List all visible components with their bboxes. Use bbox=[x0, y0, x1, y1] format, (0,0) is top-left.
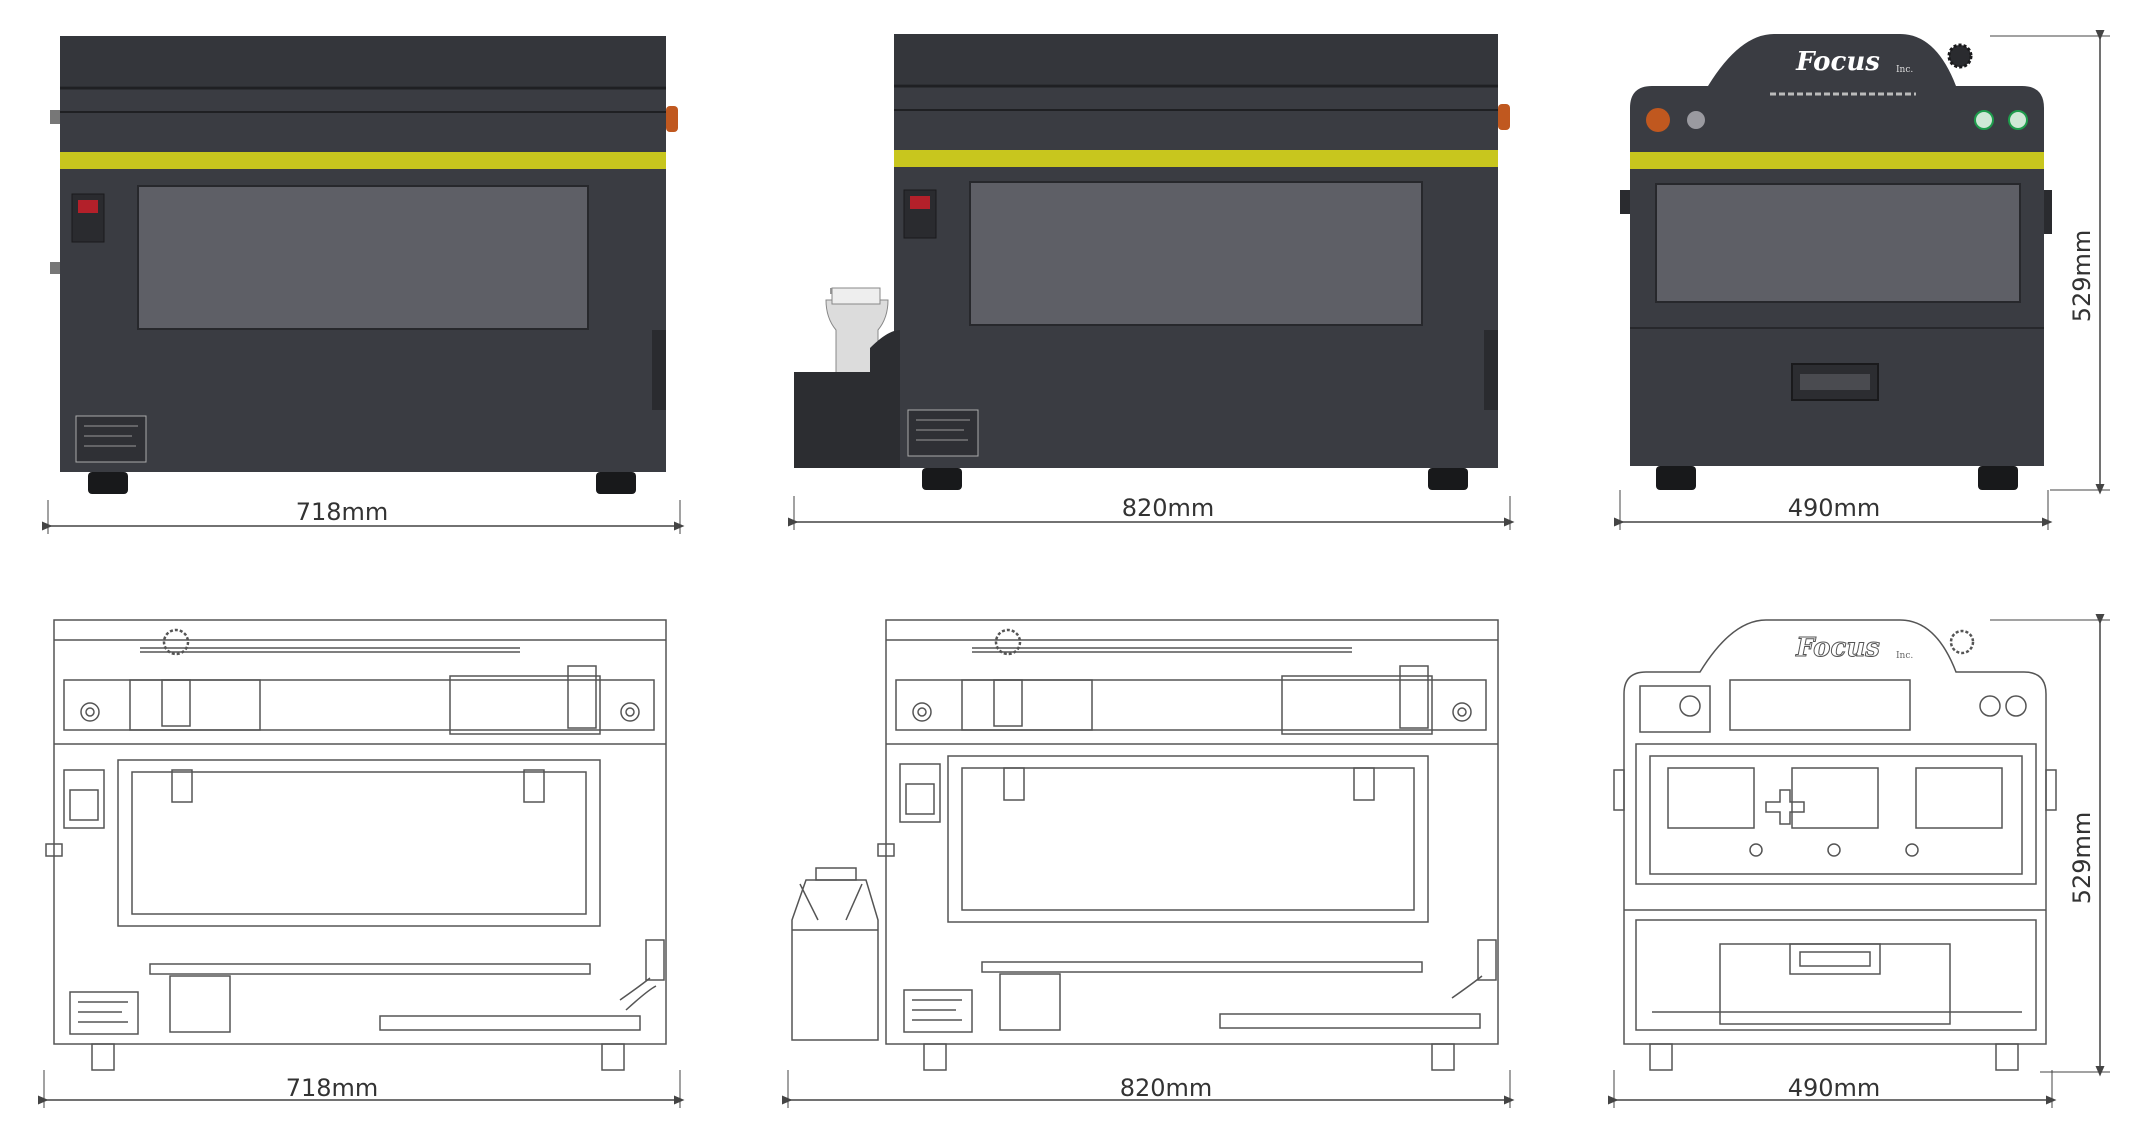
power-switch-icon bbox=[71, 193, 105, 243]
indicator-light-icon bbox=[1974, 110, 1994, 130]
dimension-width-label: 718mm bbox=[286, 1074, 379, 1102]
viewing-window bbox=[137, 185, 589, 330]
brand-logo-suffix: Inc. bbox=[1896, 65, 1913, 75]
view-side-wireframe bbox=[791, 619, 1499, 1071]
view-side-shaded: 820mm bbox=[788, 34, 1515, 530]
dimension-width-label: 820mm bbox=[1122, 494, 1215, 522]
dimension-width-label: 820mm bbox=[1120, 1074, 1213, 1102]
foot bbox=[1978, 466, 2018, 490]
power-switch-icon bbox=[903, 189, 937, 239]
foot bbox=[596, 472, 636, 494]
orange-knob-icon bbox=[1646, 108, 1670, 132]
foot bbox=[1656, 466, 1696, 490]
indicator-light-icon bbox=[1687, 111, 1705, 129]
viewing-window bbox=[969, 181, 1423, 326]
dimension-height-label: 529mm bbox=[2068, 812, 2096, 905]
view-front-wireframe bbox=[45, 619, 667, 1071]
brand-logo: Focus bbox=[1795, 47, 1880, 77]
foot bbox=[922, 468, 962, 490]
indicator-light-icon bbox=[2008, 110, 2028, 130]
view-end-wireframe: Focus Inc. bbox=[1613, 619, 2057, 1071]
dimension-width-label: 490mm bbox=[1788, 494, 1881, 522]
orange-knob-icon bbox=[1498, 104, 1510, 130]
view-front-shaded: 718mm bbox=[42, 36, 685, 534]
gear-knob-icon bbox=[1949, 629, 1975, 655]
info-plate bbox=[75, 415, 147, 463]
info-plate bbox=[903, 989, 973, 1033]
viewing-window bbox=[1655, 183, 2021, 303]
foot bbox=[1428, 468, 1468, 490]
brand-logo-suffix: Inc. bbox=[1896, 651, 1913, 661]
bottle-icon bbox=[791, 867, 879, 1041]
orange-knob-icon bbox=[666, 106, 678, 132]
yellow-stripe bbox=[60, 152, 666, 169]
info-plate bbox=[907, 409, 979, 457]
brand-logo: Focus bbox=[1795, 633, 1880, 663]
yellow-stripe bbox=[894, 150, 1498, 167]
dimension-bot-right: 490mm 529mm bbox=[1608, 614, 2110, 1108]
dimension-height-label: 529mm bbox=[2068, 230, 2096, 323]
info-plate bbox=[69, 991, 139, 1035]
yellow-stripe bbox=[1630, 152, 2044, 169]
gear-knob-icon bbox=[1947, 43, 1973, 69]
dimension-bot-left: 718mm bbox=[38, 1070, 685, 1108]
dimension-bot-mid: 820mm bbox=[782, 1070, 1515, 1108]
dimension-width-label: 490mm bbox=[1788, 1074, 1881, 1102]
view-end-shaded: Focus Inc. 490mm 529mm bbox=[1614, 30, 2110, 530]
dimension-width-label: 718mm bbox=[296, 498, 389, 526]
foot bbox=[88, 472, 128, 494]
